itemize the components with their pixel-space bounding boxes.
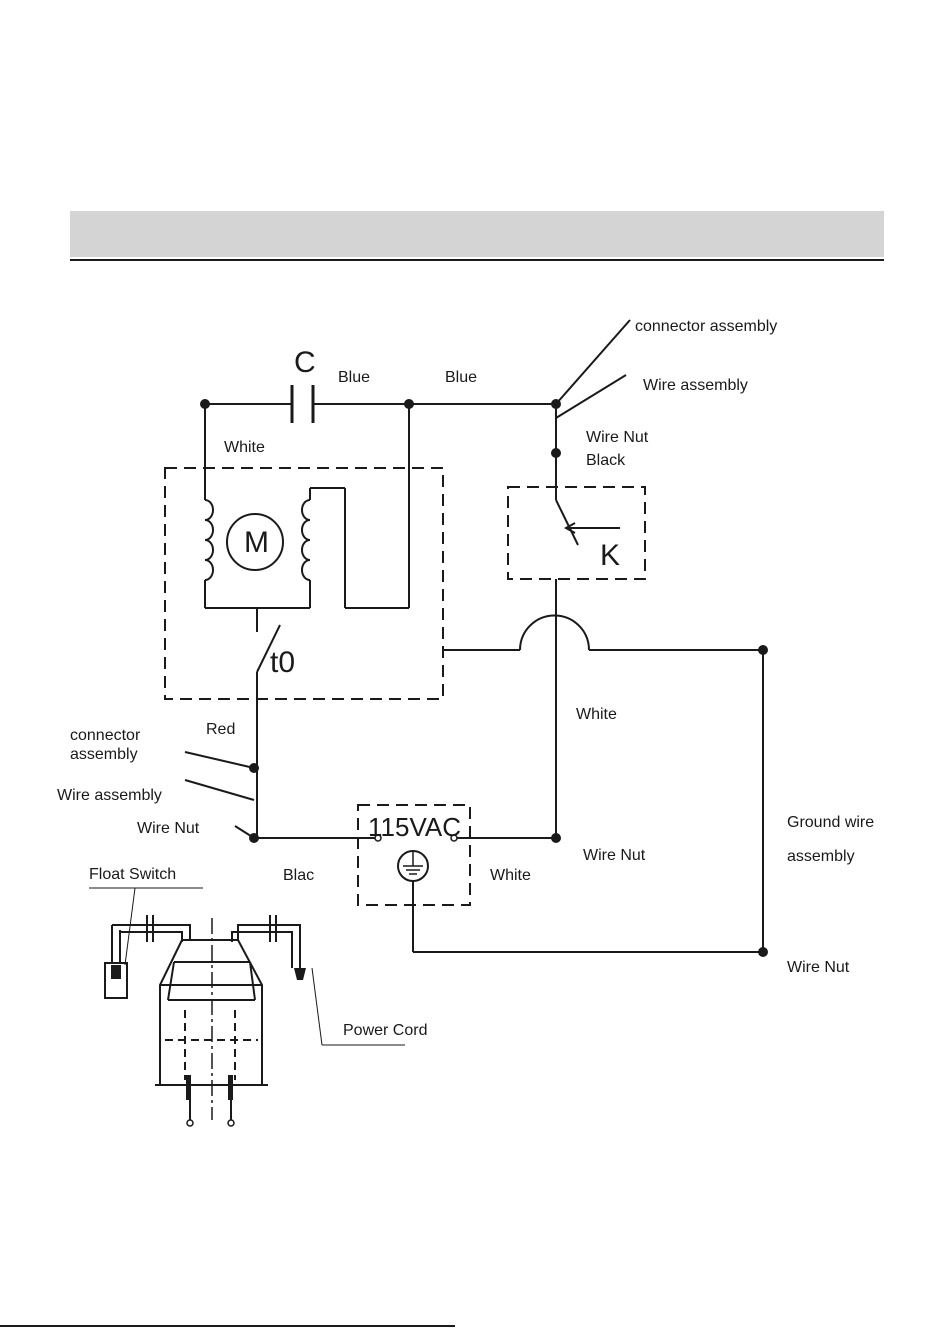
relay-label: K	[600, 539, 620, 572]
capacitor-label: C	[294, 346, 316, 379]
connector-assembly-label: connector assembly	[635, 318, 777, 335]
motor-assembly	[165, 404, 443, 757]
ground-wire-label: assembly	[787, 848, 855, 865]
wire-nut-dot	[551, 448, 561, 458]
black-wire-label: Black	[586, 452, 626, 469]
plug-icon	[294, 968, 306, 980]
supply-voltage-label: 115VAC	[368, 812, 461, 842]
float-switch-label: Float Switch	[89, 866, 176, 883]
wire-nut-label: Wire Nut	[787, 959, 850, 976]
ground-wire-label: Ground wire	[787, 814, 874, 831]
relay-enclosure	[508, 487, 645, 579]
capacitor-branch	[200, 385, 561, 423]
top-connector-leads	[556, 320, 630, 418]
junction-dot	[551, 833, 561, 843]
wire-nut-label: Wire Nut	[583, 847, 646, 864]
wire-assembly-label: Wire assembly	[643, 377, 748, 394]
white-wire-label: White	[490, 867, 531, 884]
blue-wire-label: Blue	[338, 369, 370, 386]
red-wire-label: Red	[206, 721, 235, 738]
connector-assembly-label: assembly	[70, 746, 138, 763]
thermal-protector-label: t0	[270, 646, 295, 679]
wire-nut-label: Wire Nut	[137, 820, 200, 837]
black-wire-label: Blac	[283, 867, 314, 884]
white-wire-label: White	[576, 706, 617, 723]
connector-assembly-label: connector	[70, 727, 141, 744]
float-switch-drawing	[89, 888, 405, 1126]
blue-wire-label: Blue	[445, 369, 477, 386]
wire-nut-label: Wire Nut	[586, 429, 649, 446]
left-connector-leads	[185, 752, 375, 843]
wire-assembly-label: Wire assembly	[57, 787, 162, 804]
power-cord-label: Power Cord	[343, 1022, 427, 1039]
white-wire-label: White	[224, 439, 265, 456]
junction-dot	[758, 645, 768, 655]
motor-label: M	[244, 526, 269, 559]
